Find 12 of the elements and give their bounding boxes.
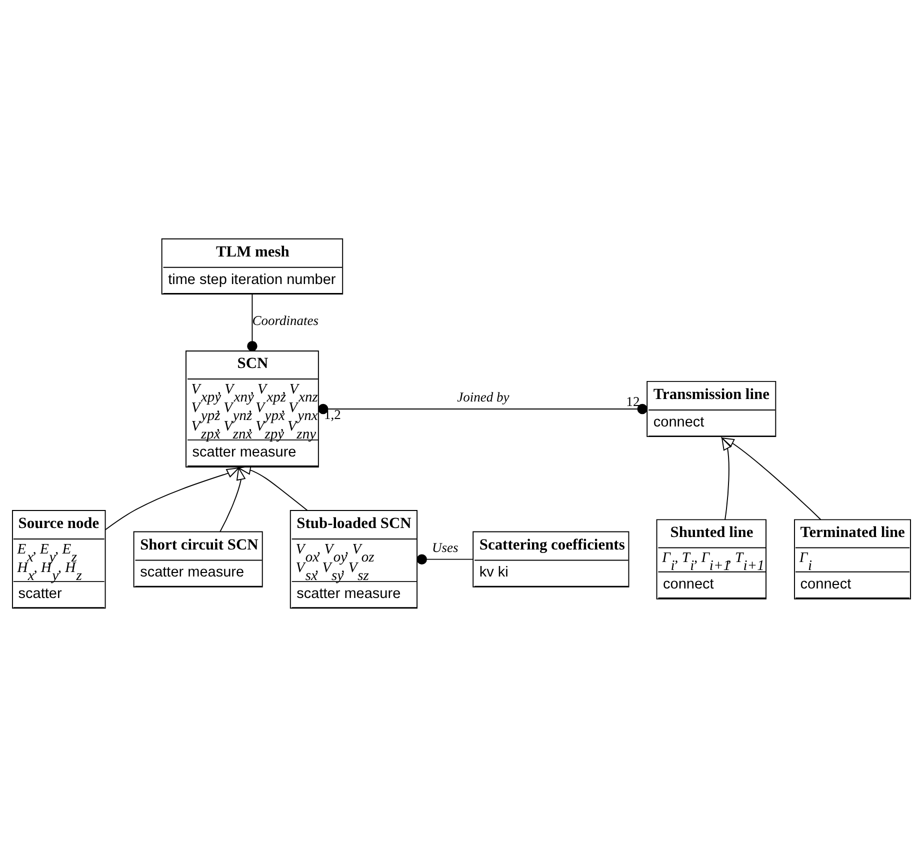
connector — [247, 294, 258, 352]
label: 12 — [626, 394, 640, 410]
arrow — [220, 466, 246, 532]
edge-label: Uses — [432, 540, 458, 555]
connector — [416, 554, 474, 564]
arrow — [720, 437, 822, 520]
edge-label: Joined by — [457, 389, 510, 404]
arrow — [237, 466, 308, 511]
arrow — [104, 467, 240, 530]
arrow — [721, 436, 732, 520]
edge-label: Coordinates — [252, 313, 319, 328]
connector — [318, 404, 648, 414]
